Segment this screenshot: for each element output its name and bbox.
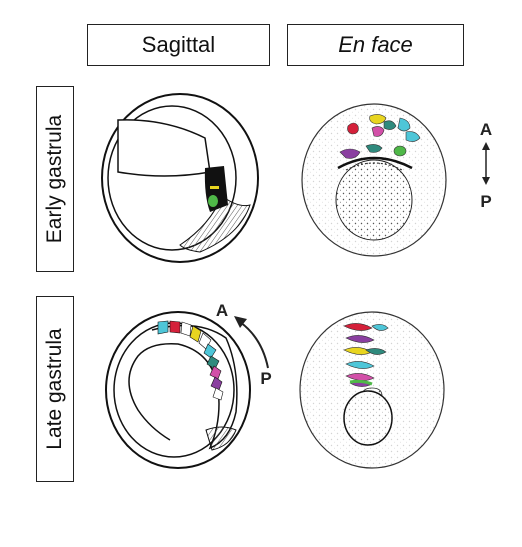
axis-label-a: A <box>480 120 492 139</box>
early-cyan-cell-1 <box>397 117 411 132</box>
late-red-cell <box>343 323 373 331</box>
ap-axis-arrow: A P <box>480 120 492 211</box>
early-purple-cell <box>339 148 361 159</box>
early-red-cell <box>347 122 359 135</box>
early-enface-embryo <box>301 103 447 257</box>
header-en-face: En face <box>287 24 464 66</box>
late-sagittal-embryo <box>105 311 251 469</box>
late-hatched-wall <box>205 426 237 451</box>
late-cyan-cell-2 <box>345 361 375 369</box>
early-green-cell-enface <box>393 145 407 157</box>
late-magenta-cell <box>345 373 375 381</box>
axis-label-p: P <box>480 192 491 211</box>
early-teal-cell-2 <box>365 144 383 153</box>
early-yellow-cell <box>369 114 387 125</box>
row-label-late: Late gastrula <box>36 296 74 482</box>
late-cyan-cell-1 <box>371 324 389 331</box>
header-en-face-label: En face <box>338 32 413 57</box>
early-green-cell <box>208 195 218 207</box>
early-yolk-plug <box>335 159 413 241</box>
early-magenta-cell <box>371 126 385 137</box>
early-sagittal-embryo <box>101 93 259 263</box>
early-teal-cell <box>383 120 397 130</box>
late-teal-cell <box>365 348 387 355</box>
row-label-early: Early gastrula <box>36 86 74 272</box>
early-cyan-cell-2 <box>405 131 421 142</box>
early-hatched-wall <box>179 195 251 253</box>
header-sagittal: Sagittal <box>87 24 270 66</box>
curved-ap-arrow: A P <box>216 301 272 388</box>
late-green-cell <box>349 379 373 386</box>
header-sagittal-label: Sagittal <box>141 32 216 57</box>
curved-label-p: P <box>260 369 271 388</box>
late-enface-embryo <box>299 311 445 469</box>
late-purple-cell-1 <box>345 335 375 343</box>
curved-label-a: A <box>216 301 228 320</box>
early-yellow-stripe <box>210 186 219 189</box>
